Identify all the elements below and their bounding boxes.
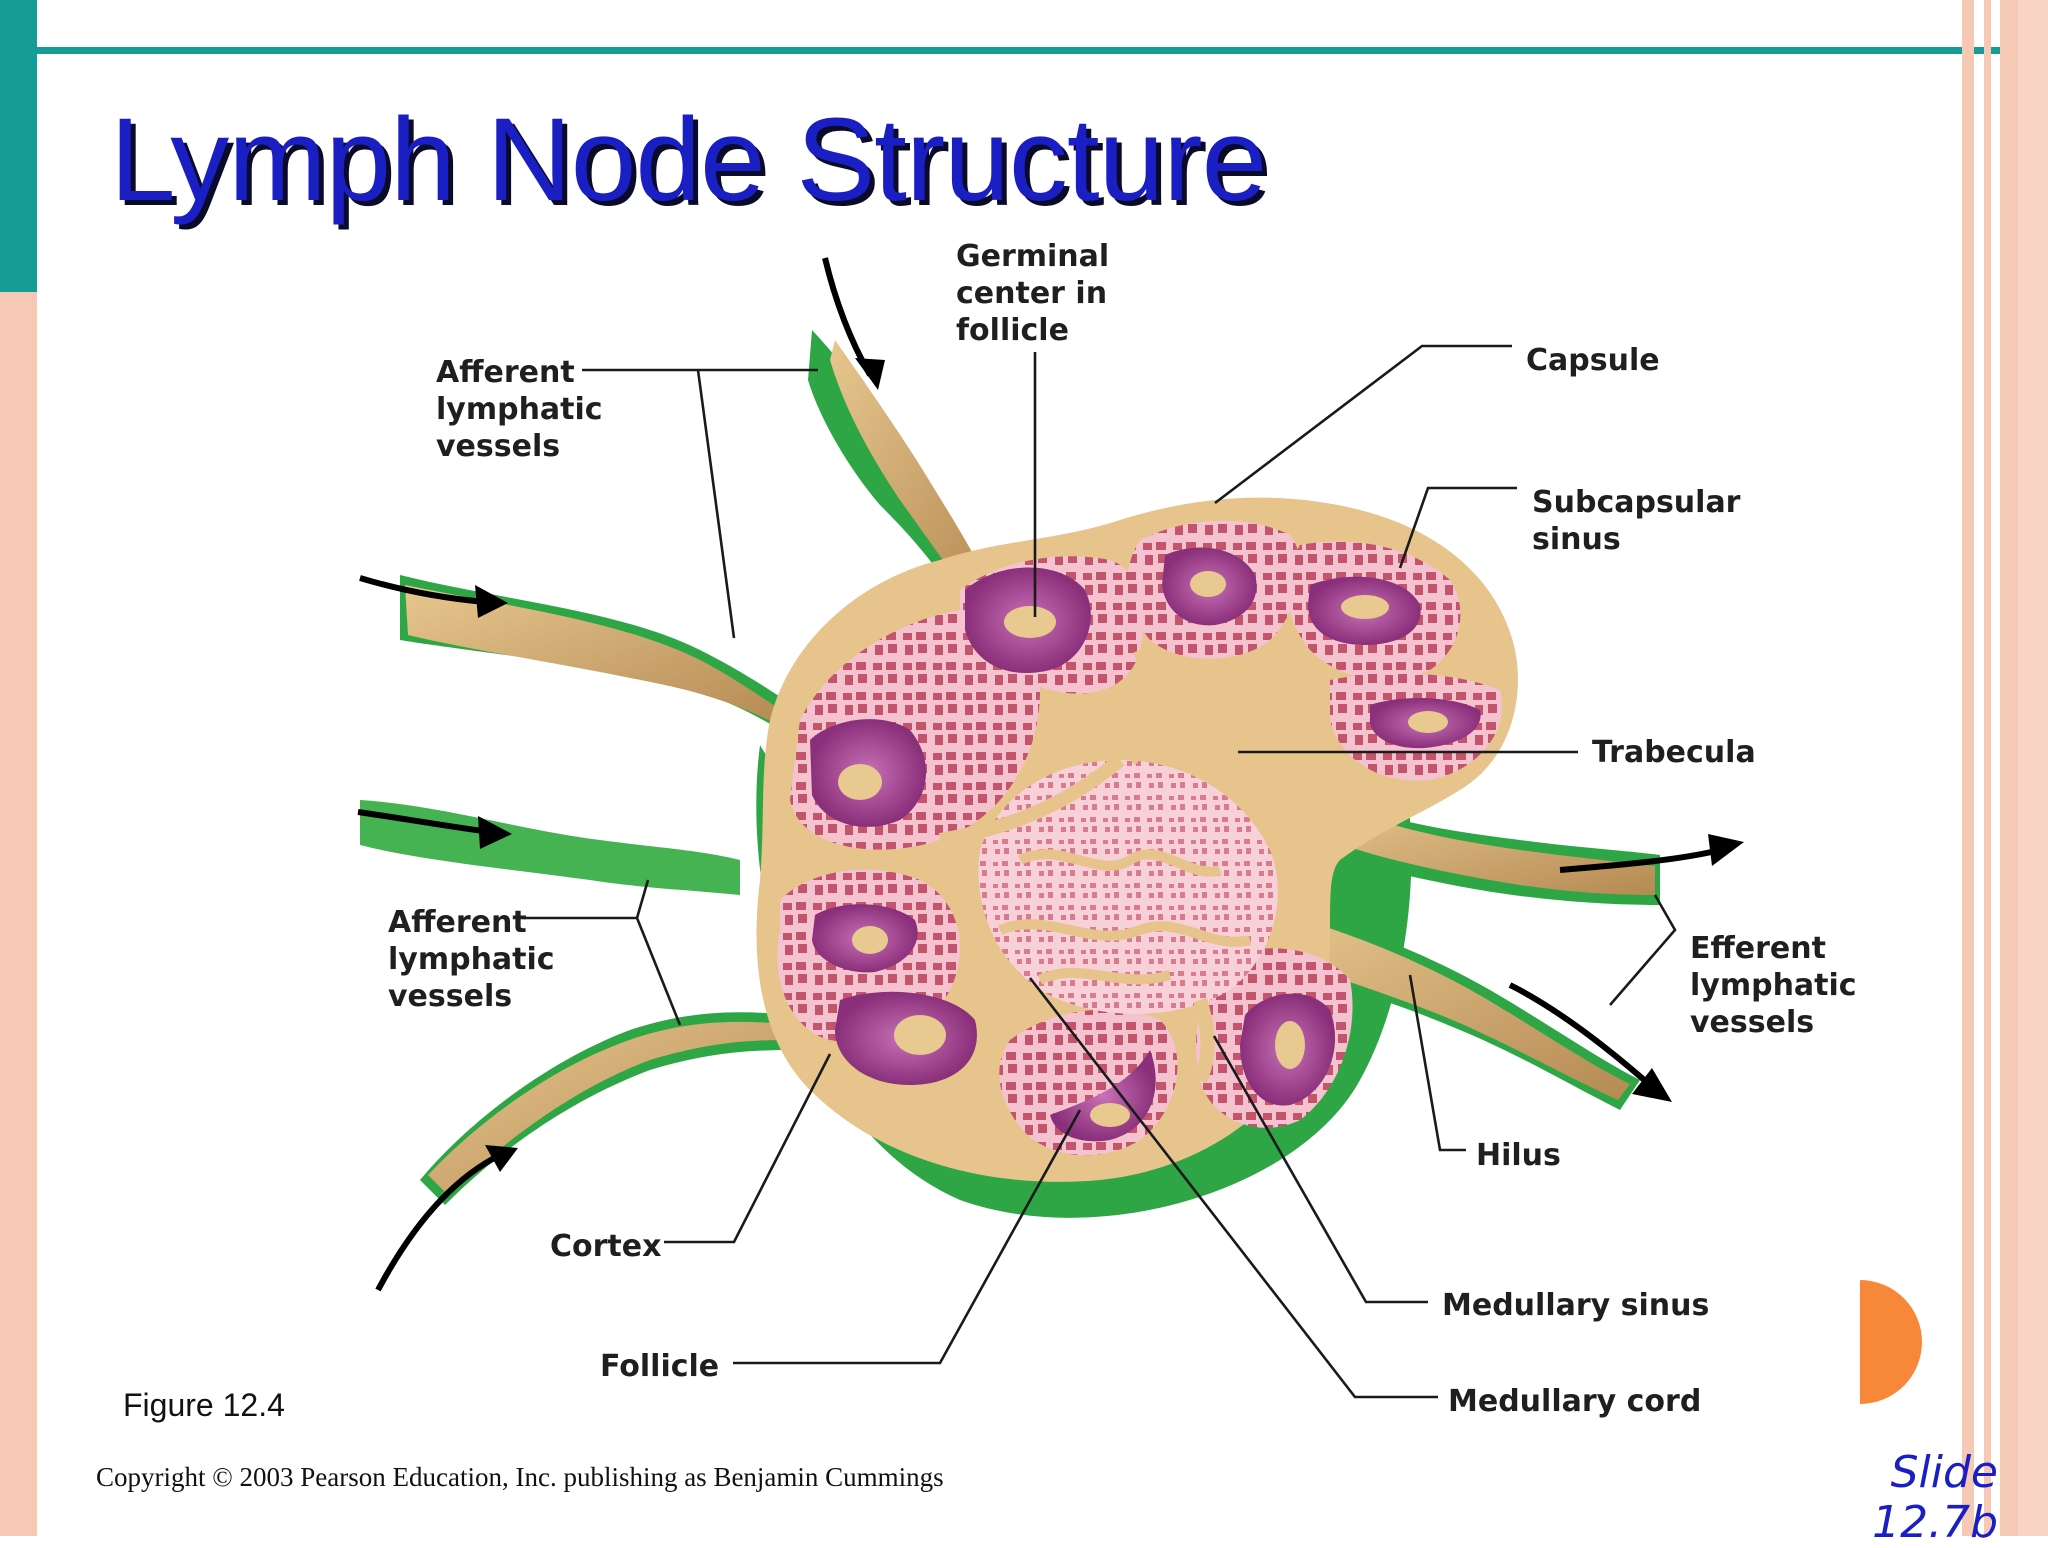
figure-caption: Figure 12.4	[123, 1387, 285, 1423]
label-germinal-line1: Germinal	[956, 239, 1109, 274]
leader-lines	[523, 344, 1677, 1399]
label-medullary-sinus: Medullary sinus	[1442, 1288, 1709, 1323]
top-teal-rule	[37, 47, 2030, 54]
flow-arrow	[375, 1152, 502, 1292]
follicle	[965, 567, 1091, 674]
slide-title: Lymph Node Structure	[110, 94, 1267, 226]
label-afferent-low-line2: lymphatic	[388, 942, 555, 977]
medullary-cords	[998, 849, 1252, 985]
afferent-vessel-middle-left	[360, 800, 740, 895]
right-peach-band	[1962, 0, 1974, 1536]
label-follicle: Follicle	[600, 1349, 719, 1384]
label-afferent-top-line2: lymphatic	[436, 392, 603, 427]
flow-arrow	[1508, 982, 1652, 1088]
label-germinal-line3: follicle	[956, 313, 1069, 348]
flow-arrow	[359, 575, 486, 605]
follicle	[1240, 993, 1336, 1106]
label-afferent-top-line1: Afferent	[436, 355, 575, 390]
label-subcapsular-line1: Subcapsular	[1532, 485, 1741, 520]
label-efferent-line2: lymphatic	[1690, 968, 1857, 1003]
flow-arrow	[357, 809, 491, 835]
left-teal-block	[0, 0, 37, 292]
slide-number-line2: 12.7b	[1872, 1497, 1998, 1548]
slide-number-line1: Slide	[1890, 1447, 1998, 1498]
label-subcapsular-line2: sinus	[1532, 522, 1621, 557]
label-germinal-line2: center in	[956, 276, 1107, 311]
trabecula	[938, 647, 1307, 1084]
flow-arrow	[1559, 847, 1721, 873]
follicle	[812, 904, 918, 973]
label-trabecula: Trabecula	[1592, 735, 1756, 770]
label-hilus: Hilus	[1476, 1138, 1561, 1173]
flow-arrows	[357, 257, 1721, 1292]
label-afferent-top-line3: vessels	[436, 429, 560, 464]
right-peach-edge	[2018, 0, 2048, 1536]
right-peach-band	[1984, 0, 1991, 1536]
follicle	[1162, 547, 1257, 626]
medulla	[978, 760, 1278, 1014]
label-efferent-line3: vessels	[1690, 1005, 1814, 1040]
copyright-notice: Copyright © 2003 Pearson Education, Inc.…	[96, 1462, 944, 1492]
label-afferent-low-line1: Afferent	[388, 905, 527, 940]
follicle	[1369, 698, 1481, 749]
label-medullary-cord: Medullary cord	[1448, 1384, 1701, 1419]
follicle	[810, 719, 927, 827]
follicle	[1308, 576, 1421, 645]
label-cortex: Cortex	[550, 1229, 661, 1264]
arrowheads	[475, 358, 1744, 1172]
slide-number: Slide 12.7b	[1860, 1448, 1998, 1548]
follicle	[835, 991, 977, 1085]
label-afferent-low-line3: vessels	[388, 979, 512, 1014]
label-capsule: Capsule	[1526, 343, 1660, 378]
label-efferent-line1: Efferent	[1690, 931, 1826, 966]
